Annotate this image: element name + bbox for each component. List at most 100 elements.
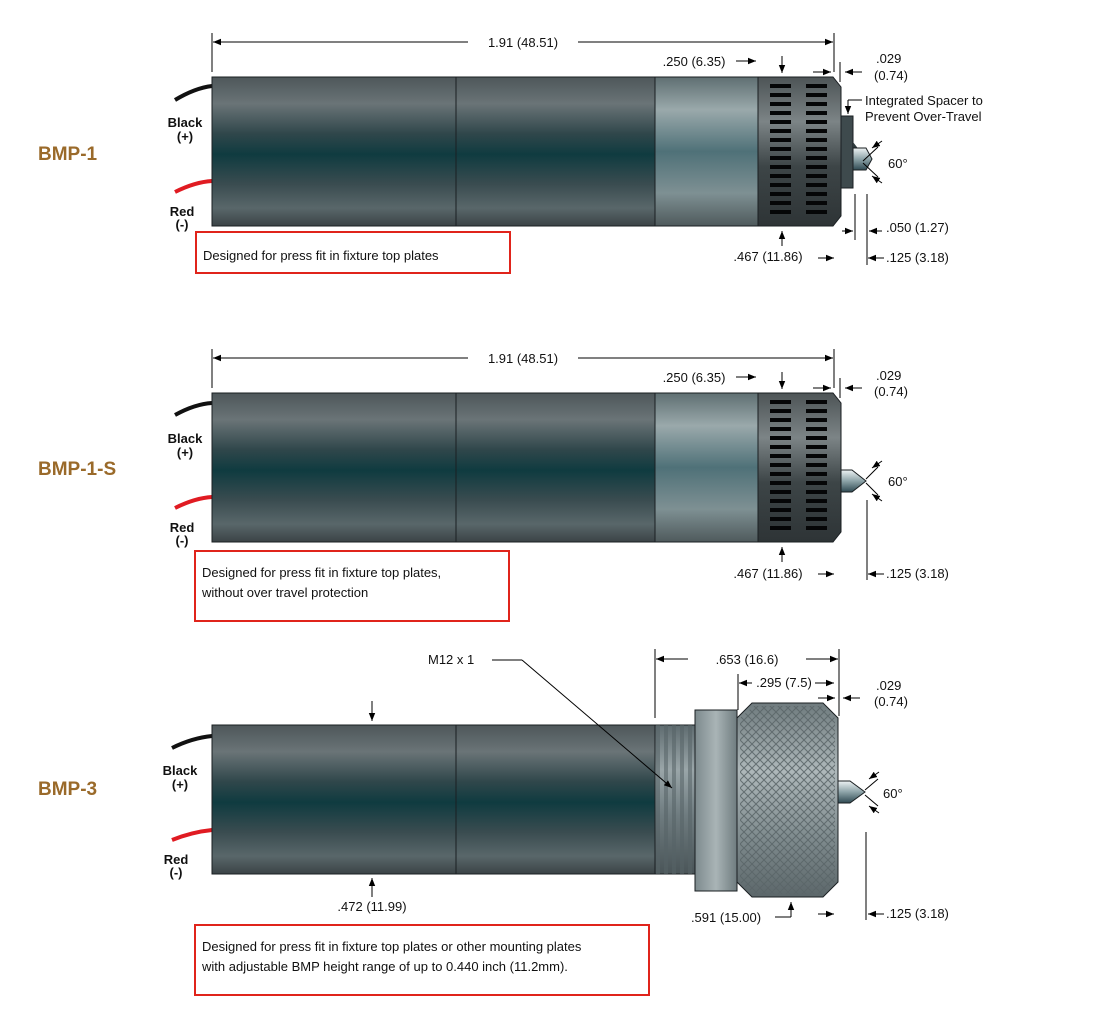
- probe-sleeve: [654, 392, 759, 543]
- tip-angle: 60°: [888, 156, 908, 171]
- integrated-spacer: [840, 115, 854, 189]
- note-box: [194, 924, 650, 996]
- note-line-2: with adjustable BMP height range of up t…: [201, 959, 568, 974]
- vent-slot: [806, 165, 827, 169]
- note-box: [194, 550, 510, 622]
- dim-tip-offset-in: .029: [876, 368, 901, 383]
- wire-red-label: Red: [170, 204, 195, 219]
- dim-knurl-length: .295 (7.5): [756, 675, 812, 690]
- dim-overall-length: 1.91 (48.51): [488, 351, 558, 366]
- spacer-callout-line1: Integrated Spacer to: [865, 93, 983, 108]
- model-label: BMP-3: [38, 779, 97, 800]
- vent-slot: [806, 192, 827, 196]
- wire-black-polarity: (+): [177, 445, 193, 460]
- vent-slot: [806, 129, 827, 133]
- wire-red-label: Red: [170, 520, 195, 535]
- vent-slot: [770, 400, 791, 404]
- vent-slot: [770, 526, 791, 530]
- wire-black-label: Black: [168, 115, 203, 130]
- vent-slot: [770, 454, 791, 458]
- vent-slot: [770, 499, 791, 503]
- probe-tip: [837, 780, 866, 804]
- product-bmp-1-s: BMP-1-S Black (+) Red (-) 1.91 (48.51) .…: [38, 349, 949, 622]
- dim-overall-length: 1.91 (48.51): [488, 35, 558, 50]
- vent-slot: [770, 102, 791, 106]
- vent-slot: [806, 472, 827, 476]
- wire-black-polarity: (+): [177, 129, 193, 144]
- wire-red-polarity: (-): [176, 533, 189, 548]
- probe-body: [211, 76, 656, 227]
- vent-slot: [770, 418, 791, 422]
- vent-slot: [806, 454, 827, 458]
- lock-nut: [694, 709, 738, 892]
- vent-slot: [806, 102, 827, 106]
- vent-slot: [770, 84, 791, 88]
- tip-angle: 60°: [888, 474, 908, 489]
- wire-red-polarity: (-): [170, 865, 183, 880]
- vent-slot: [806, 201, 827, 205]
- product-bmp-1: BMP-1 Black (+) Red (-) 1.91 (48.51) .25…: [38, 33, 983, 274]
- vent-slot: [806, 499, 827, 503]
- wire-black-label: Black: [163, 763, 198, 778]
- vent-slot: [806, 517, 827, 521]
- vent-slot: [806, 445, 827, 449]
- dim-tip-length: .125 (3.18): [886, 906, 949, 921]
- vent-slot: [770, 517, 791, 521]
- dim-tip-length: .125 (3.18): [886, 566, 949, 581]
- vent-slot: [770, 490, 791, 494]
- red-wire: [174, 495, 213, 510]
- vent-slot: [806, 138, 827, 142]
- wire-black-label: Black: [168, 431, 203, 446]
- tip-angle: 60°: [883, 786, 903, 801]
- vent-slot: [770, 156, 791, 160]
- vent-slot: [806, 210, 827, 214]
- vent-slot: [770, 481, 791, 485]
- vent-slot: [770, 93, 791, 97]
- vent-slot: [770, 436, 791, 440]
- vent-slot: [770, 174, 791, 178]
- dim-spacer: .050 (1.27): [886, 220, 949, 235]
- vent-slot: [806, 147, 827, 151]
- dim-tip-offset-mm: (0.74): [874, 68, 908, 83]
- note-line-1: Designed for press fit in fixture top pl…: [202, 565, 441, 580]
- vent-slot: [770, 138, 791, 142]
- dim-tip-offset-mm: (0.74): [874, 384, 908, 399]
- dim-grip-length: .250 (6.35): [663, 370, 726, 385]
- vent-slot: [806, 481, 827, 485]
- dim-body-diameter: .472 (11.99): [337, 899, 406, 914]
- vent-slot: [770, 147, 791, 151]
- vent-slot: [806, 84, 827, 88]
- probe-tip: [840, 469, 867, 493]
- dim-diameter: .467 (11.86): [733, 249, 802, 264]
- dim-tip-length: .125 (3.18): [886, 250, 949, 265]
- vent-slot: [806, 436, 827, 440]
- vent-slot: [770, 409, 791, 413]
- vent-slot: [806, 427, 827, 431]
- dim-tip-offset-in: .029: [876, 678, 901, 693]
- vent-slot: [806, 400, 827, 404]
- vent-slot: [806, 156, 827, 160]
- vent-slot: [806, 93, 827, 97]
- vent-slot: [770, 120, 791, 124]
- vent-slot: [770, 165, 791, 169]
- vent-slot: [770, 445, 791, 449]
- dim-grip-length: .250 (6.35): [663, 54, 726, 69]
- dim-diameter: .467 (11.86): [733, 566, 802, 581]
- note-line-2: without over travel protection: [201, 585, 368, 600]
- vent-slot: [770, 210, 791, 214]
- vent-slot: [770, 111, 791, 115]
- grip-slots: [770, 84, 827, 214]
- note-box: [195, 231, 511, 274]
- vent-slot: [806, 490, 827, 494]
- vent-slot: [770, 201, 791, 205]
- spacer-callout-line2: Prevent Over-Travel: [865, 109, 982, 124]
- note-line-1: Designed for press fit in fixture top pl…: [203, 248, 439, 263]
- black-wire: [173, 84, 213, 102]
- probe-sleeve: [654, 76, 759, 227]
- vent-slot: [806, 183, 827, 187]
- black-wire: [174, 401, 213, 417]
- vent-slot: [770, 427, 791, 431]
- dim-head-length: .653 (16.6): [716, 652, 779, 667]
- wire-red-polarity: (-): [176, 217, 189, 232]
